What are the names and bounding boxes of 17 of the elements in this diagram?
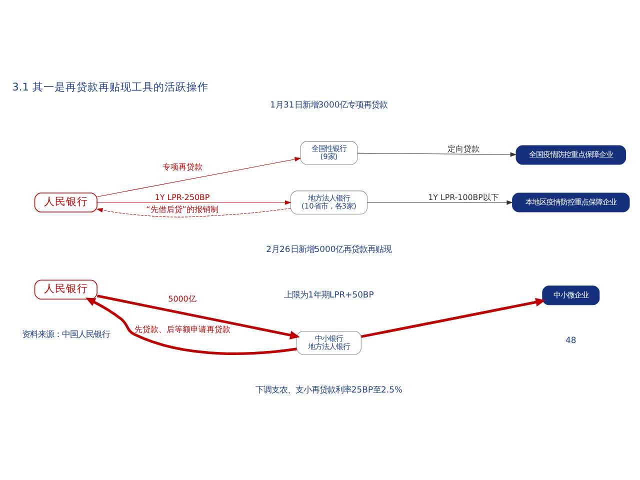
label: 下调支农、支小再贷款利率25BP至2.5% [255,384,402,394]
label: 资料来源：中国人民银行 [22,328,110,339]
arrow [97,294,300,340]
node-box: 人民银行 [34,280,98,300]
label: 1月31日新增3000亿专项再贷款 [270,99,388,110]
arrow [85,298,297,355]
arrow [97,157,302,197]
label: 48 [566,334,576,345]
arrow [360,298,546,338]
arrow [357,152,517,157]
label: 2月26日新增5000亿再贷款再贴现 [266,244,392,254]
arrow [367,200,514,205]
label: 上限为1年期LPR+50BP [284,289,374,300]
node-box: 人民银行 [34,192,98,212]
arrow [96,208,291,218]
arrow [97,200,292,205]
diagram-title: 3.1 其一是再贷款再贴现工具的活跃操作 [12,82,208,94]
